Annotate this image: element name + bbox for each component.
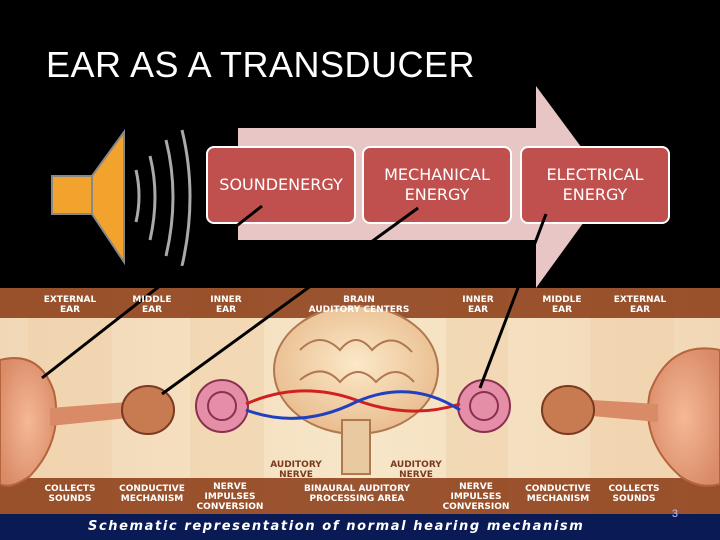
bottom-label-nerve-impulses-right: NERVE IMPULSES CONVERSION: [442, 482, 510, 512]
bottom-label-binaural: BINAURAL AUDITORY PROCESSING AREA: [303, 484, 411, 504]
right-middle-ear: [541, 385, 595, 435]
right-ear-canal: [592, 400, 658, 422]
top-label-external-ear-right: EXTERNAL EAR: [613, 295, 667, 315]
sound-wave-3: [164, 139, 175, 257]
left-middle-ear: [121, 385, 175, 435]
left-ear-canal: [50, 402, 128, 426]
bottom-label-conductive-right: CONDUCTIVE MECHANISM: [525, 484, 591, 504]
nerve-pathway-red: [245, 389, 461, 413]
left-cochlea: [195, 379, 249, 433]
sound-wave-4: [180, 129, 192, 267]
brain-fold-1: [299, 339, 413, 353]
bottom-label-strip: [0, 478, 720, 514]
bottom-label-collects-sounds-right: COLLECTS SOUNDS: [608, 484, 660, 504]
top-label-inner-ear-left: INNER EAR: [210, 295, 242, 315]
right-cochlea-inner: [469, 391, 499, 421]
pointer-line-2: [161, 206, 419, 396]
bottom-label-conductive-left: CONDUCTIVE MECHANISM: [119, 484, 185, 504]
top-label-external-ear-left: EXTERNAL EAR: [43, 295, 97, 315]
brain-fold-2: [299, 370, 415, 384]
illustration-caption-bar: Schematic representation of normal heari…: [0, 514, 720, 540]
top-label-middle-ear-left: MIDDLE EAR: [132, 295, 172, 315]
speaker-body: [51, 175, 93, 215]
brain: [273, 305, 439, 435]
electrical-energy-label: ELECTRICAL ENERGY: [546, 165, 644, 204]
speaker-cone: [91, 128, 125, 266]
nerve-pathway-blue: [245, 390, 461, 420]
top-label-brain: BRAIN AUDITORY CENTERS: [308, 295, 410, 315]
nerve-label-right: AUDITORY NERVE: [390, 460, 442, 480]
mechanical-energy-box: MECHANICAL ENERGY: [362, 146, 512, 224]
illustration-caption: Schematic representation of normal heari…: [88, 519, 585, 534]
left-outer-ear: [0, 357, 58, 487]
bottom-label-nerve-impulses-left: NERVE IMPULSES CONVERSION: [196, 482, 264, 512]
sound-energy-label: SOUNDENERGY: [219, 175, 343, 194]
left-cochlea-inner: [207, 391, 237, 421]
sound-energy-box: SOUNDENERGY: [206, 146, 356, 224]
right-outer-ear: [647, 347, 720, 487]
slide-title: EAR AS A TRANSDUCER: [46, 44, 475, 85]
brain-stem: [341, 419, 371, 475]
bottom-label-collects-sounds-left: COLLECTS SOUNDS: [44, 484, 96, 504]
right-cochlea: [457, 379, 511, 433]
sound-wave-1: [134, 169, 141, 223]
electrical-energy-box: ELECTRICAL ENERGY: [520, 146, 670, 224]
mechanical-energy-label: MECHANICAL ENERGY: [384, 165, 490, 204]
top-label-inner-ear-right: INNER EAR: [462, 295, 494, 315]
page-number: 3: [671, 508, 678, 520]
top-label-middle-ear-right: MIDDLE EAR: [542, 295, 582, 315]
pointer-line-1: [41, 204, 263, 380]
sound-wave-2: [148, 155, 157, 241]
nerve-label-left: AUDITORY NERVE: [270, 460, 322, 480]
pointer-line-3: [478, 213, 548, 389]
